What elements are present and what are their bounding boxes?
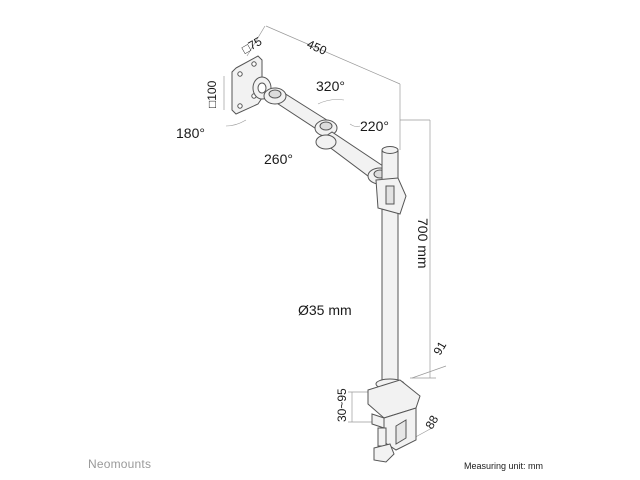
rotation-base-joint-label: 260°	[264, 151, 293, 167]
arm-segment-front	[263, 87, 338, 137]
vesa-horizontal-label: □75	[240, 34, 265, 57]
measuring-unit-note: Measuring unit: mm	[464, 461, 544, 471]
rotation-tilt-joint-label: 320°	[316, 78, 345, 94]
brand-logo-text: Neomounts	[88, 457, 152, 471]
pole-height-label: 700 mm	[415, 218, 431, 269]
clamp-offset-label: 91	[430, 339, 449, 358]
arm-segment-rear	[315, 131, 393, 185]
arm-length-label: 450	[305, 37, 329, 58]
desk-clamp	[367, 378, 421, 463]
rotation-arcs	[225, 99, 361, 127]
desk-thickness-label: 30~95	[335, 388, 349, 422]
dimension-labels: □75 □100 450 180° 320° 220° 260° 700 mm …	[176, 34, 449, 431]
vesa-vertical-label: □100	[205, 80, 219, 108]
pole-diameter-label: Ø35 mm	[298, 302, 352, 318]
vesa-plate	[231, 55, 272, 115]
rotation-screen-label: 180°	[176, 125, 205, 141]
rotation-mid-joint-label: 220°	[360, 118, 389, 134]
clamp-depth-label: 88	[422, 413, 441, 432]
pole	[375, 146, 407, 385]
